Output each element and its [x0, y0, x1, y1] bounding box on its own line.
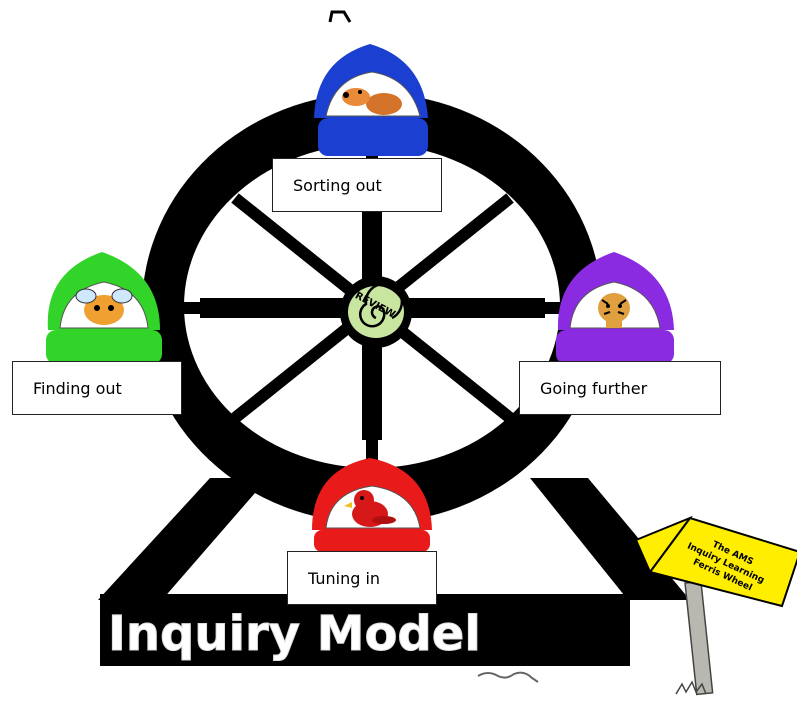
label-finding-out: Finding out	[12, 361, 182, 415]
car-top	[314, 44, 428, 156]
label-going-further: Going further	[519, 361, 721, 415]
wheel-base	[100, 594, 630, 666]
grass-tuft	[675, 680, 707, 695]
label-tuning-in: Tuning in	[287, 551, 437, 605]
tiger-icon	[598, 293, 630, 328]
label-finding-out-text: Finding out	[33, 378, 122, 398]
label-sorting-out: Sorting out	[272, 158, 442, 212]
car-left	[46, 252, 162, 364]
base-title: Inquiry Model	[108, 606, 481, 662]
bee-icon	[75, 288, 133, 325]
label-tuning-in-text: Tuning in	[308, 568, 381, 588]
hub-disc	[348, 286, 404, 338]
bird-icon	[344, 490, 396, 527]
car-right	[556, 252, 674, 364]
signpost: The AMS Inquiry Learning Ferris Wheel	[634, 515, 797, 696]
top-hook-mark	[328, 10, 352, 23]
label-going-further-text: Going further	[540, 378, 648, 398]
base-scribble	[477, 671, 539, 683]
review-hub: REVIEW	[340, 276, 412, 348]
dog-icon	[342, 88, 402, 115]
car-bottom	[312, 458, 432, 552]
label-sorting-out-text: Sorting out	[293, 175, 382, 195]
hub-spiral-icon	[359, 282, 404, 328]
